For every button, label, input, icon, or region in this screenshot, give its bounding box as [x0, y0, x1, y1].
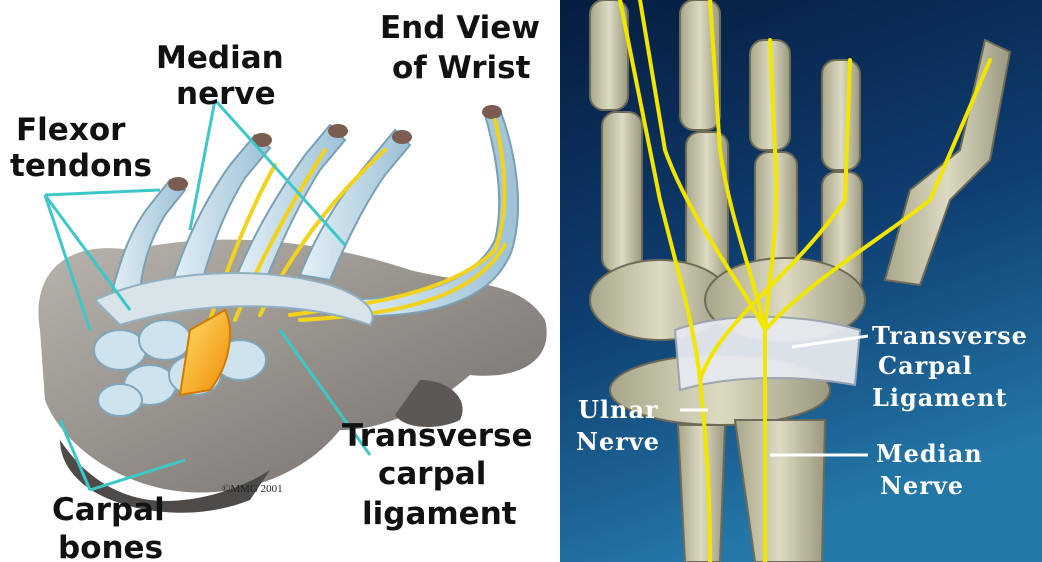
label-median-line1: Median	[876, 439, 983, 468]
label-end-view-line2: of Wrist	[392, 50, 531, 86]
label-median-line2: Nerve	[880, 471, 964, 500]
end-view-wrist-illustration: End View of Wrist Median nerve Flexor te…	[0, 0, 555, 562]
end-view-wrist-figure: End View of Wrist Median nerve Flexor te…	[0, 0, 555, 562]
label-median-line1: Median	[156, 40, 284, 76]
label-flexor-line2: tendons	[10, 148, 152, 184]
label-transverse-line3: ligament	[362, 496, 517, 532]
label-end-view-line1: End View	[380, 10, 540, 46]
label-transverse-line1: Transverse	[872, 321, 1028, 350]
palmar-hand-figure: Transverse Carpal Ligament Ulnar Nerve M…	[560, 0, 1042, 562]
label-ulnar-line2: Nerve	[576, 427, 660, 456]
label-median-line2: nerve	[176, 76, 276, 112]
label-flexor-line1: Flexor	[16, 112, 126, 148]
label-transverse-line1: Transverse	[342, 418, 532, 454]
copyright-notice: ©MMG 2001	[222, 483, 283, 495]
label-carpal-line2: bones	[58, 530, 163, 562]
label-transverse-line2: Carpal	[878, 351, 973, 380]
forearm-bones	[678, 420, 825, 562]
palmar-hand-illustration: Transverse Carpal Ligament Ulnar Nerve M…	[560, 0, 1042, 562]
label-carpal-line1: Carpal	[52, 492, 165, 528]
label-transverse-line2: carpal	[378, 456, 486, 492]
label-ulnar-line1: Ulnar	[578, 395, 659, 424]
label-transverse-line3: Ligament	[872, 383, 1008, 412]
